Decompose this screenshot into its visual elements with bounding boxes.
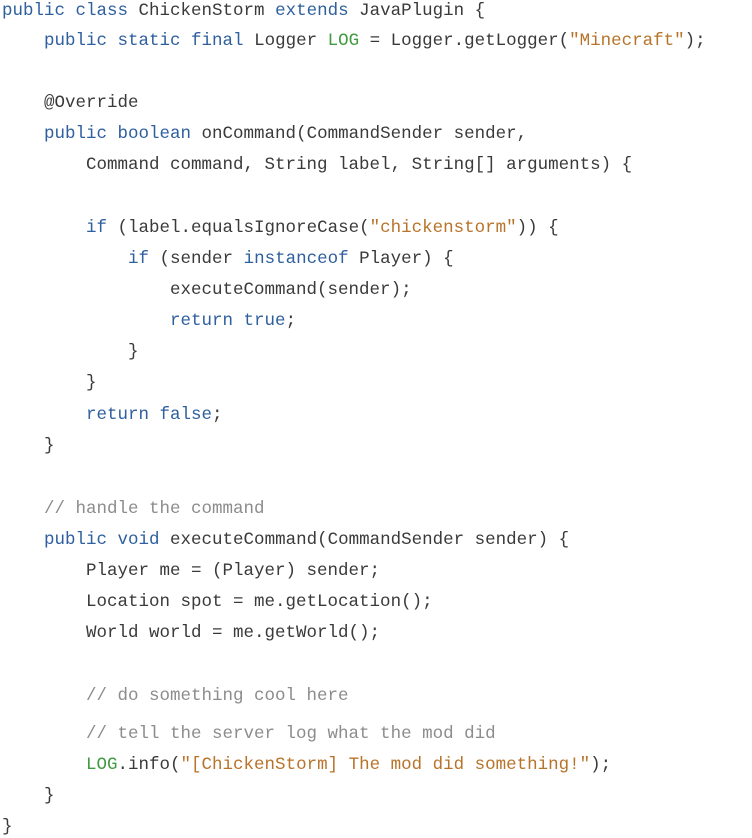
code-token: }: [2, 786, 55, 806]
code-token: [2, 311, 170, 331]
code-token: extends: [275, 1, 349, 21]
code-token: [2, 31, 44, 51]
code-token: Player me = (Player) sender;: [2, 561, 381, 581]
code-token: // do something cool here: [2, 686, 349, 706]
code-token: executeCommand(sender);: [2, 280, 412, 300]
code-token: [2, 530, 44, 550]
code-token: if: [86, 218, 108, 238]
code-token: );: [684, 31, 706, 51]
code-token: JavaPlugin {: [348, 1, 486, 21]
code-token: @Override: [2, 93, 139, 113]
code-token: // tell the server log what the mod did: [2, 724, 496, 744]
code-line: executeCommand(sender);: [2, 279, 412, 301]
code-token: )) {: [516, 218, 559, 238]
code-token: executeCommand(CommandSender sender) {: [159, 530, 570, 550]
code-token: public class: [2, 1, 129, 21]
code-token: [2, 755, 86, 775]
code-token: ;: [285, 311, 297, 331]
code-line: }: [2, 785, 55, 807]
code-token: Location spot = me.getLocation();: [2, 592, 433, 612]
code-token: public void: [44, 530, 160, 550]
code-line: if (sender instanceof Player) {: [2, 248, 454, 270]
code-line: }: [2, 816, 13, 838]
code-line: // do something cool here: [2, 685, 349, 707]
code-token: );: [590, 755, 612, 775]
code-line: return false;: [2, 404, 223, 426]
code-line: World world = me.getWorld();: [2, 622, 380, 644]
code-token: "[ChickenStorm] The mod did something!": [180, 755, 591, 775]
code-token: [2, 405, 86, 425]
code-line: @Override: [2, 92, 139, 114]
code-line: if (label.equalsIgnoreCase("chickenstorm…: [2, 217, 559, 239]
code-token: "chickenstorm": [369, 218, 517, 238]
code-token: return true: [170, 311, 286, 331]
code-token: Command command, String label, String[] …: [2, 155, 633, 175]
code-line: // tell the server log what the mod did: [2, 723, 496, 745]
code-token: [2, 218, 86, 238]
code-line: }: [2, 372, 97, 394]
code-line: public class ChickenStorm extends JavaPl…: [2, 0, 485, 22]
code-token: LOG: [86, 755, 118, 775]
code-token: LOG: [327, 31, 360, 51]
code-line: Command command, String label, String[] …: [2, 154, 632, 176]
code-token: (label.equalsIgnoreCase(: [107, 218, 370, 238]
code-token: ChickenStorm: [128, 1, 276, 21]
code-line: public void executeCommand(CommandSender…: [2, 529, 569, 551]
code-token: instanceof: [243, 249, 349, 269]
code-line: return true;: [2, 310, 296, 332]
code-token: onCommand(CommandSender sender,: [191, 124, 528, 144]
code-line: LOG.info("[ChickenStorm] The mod did som…: [2, 754, 611, 776]
code-token: [2, 124, 44, 144]
code-token: ;: [212, 405, 223, 425]
code-line: }: [2, 341, 139, 363]
code-token: Logger: [243, 31, 328, 51]
code-line: public boolean onCommand(CommandSender s…: [2, 123, 527, 145]
code-token: .info(: [117, 755, 181, 775]
code-line: }: [2, 435, 55, 457]
code-line: Player me = (Player) sender;: [2, 560, 380, 582]
code-token: public boolean: [44, 124, 192, 144]
code-token: [2, 249, 128, 269]
code-token: Player) {: [348, 249, 454, 269]
code-token: }: [2, 342, 139, 362]
code-token: public static final: [44, 31, 244, 51]
code-line: public static final Logger LOG = Logger.…: [2, 30, 706, 52]
code-token: }: [2, 436, 55, 456]
code-token: World world = me.getWorld();: [2, 623, 381, 643]
code-line: Location spot = me.getLocation();: [2, 591, 433, 613]
code-token: (sender: [149, 249, 244, 269]
code-token: "Minecraft": [569, 31, 685, 51]
code-token: // handle the command: [2, 499, 265, 519]
code-token: }: [2, 817, 13, 837]
code-line: // handle the command: [2, 498, 265, 520]
code-token: = Logger.getLogger(: [359, 31, 570, 51]
code-token: }: [2, 373, 97, 393]
code-token: return false: [86, 405, 213, 425]
code-token: if: [128, 249, 150, 269]
